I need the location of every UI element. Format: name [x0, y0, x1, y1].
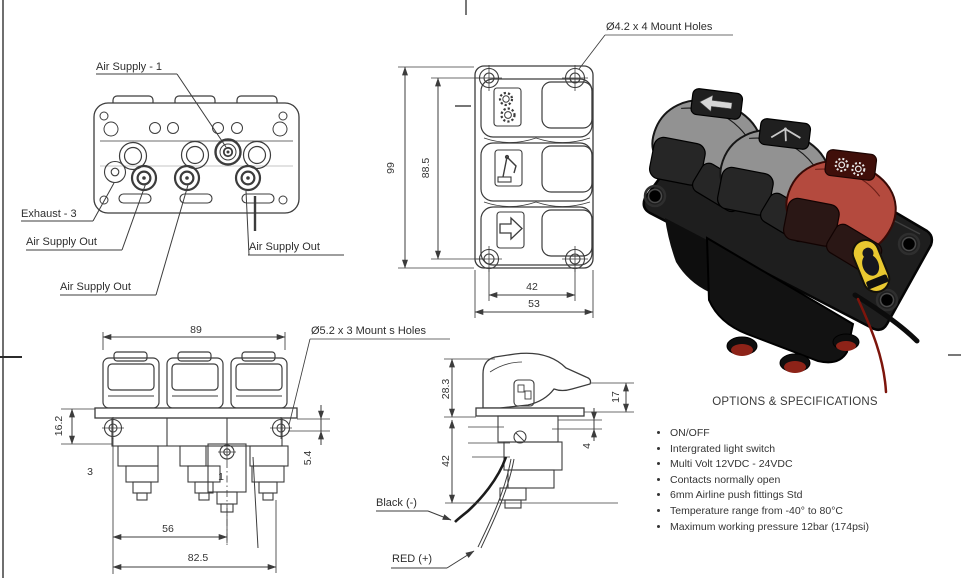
render-3d: [642, 88, 934, 394]
dim-89: 89: [190, 324, 202, 336]
dim-88-5: 88.5: [420, 157, 432, 179]
brand-badge: [851, 239, 891, 293]
dim-82-5: 82.5: [187, 552, 209, 564]
exhaust-port: [103, 160, 127, 184]
mount-holes-note: Ø5.2 x 3 Mount s Holes: [311, 325, 426, 337]
pto-gears-icon: [834, 157, 866, 176]
mount-holes-note: Ø4.2 x 4 Mount Holes: [606, 21, 713, 33]
specs-title: OPTIONS & SPECIFICATIONS: [712, 396, 878, 408]
port-number-3: 3: [87, 466, 93, 478]
spec-item: 6mm Airline push fittings Std: [670, 488, 948, 504]
front-view-drawing: [398, 34, 733, 318]
air-supply-out-label: Air Supply Out: [26, 236, 97, 248]
side-view-drawing: [376, 352, 634, 569]
dim-99: 99: [385, 162, 397, 174]
spec-item: Temperature range from -40° to 80°C: [670, 504, 948, 520]
spec-item: ON/OFF: [670, 426, 948, 442]
black-wire: [454, 456, 508, 523]
back-view-drawing: [21, 73, 344, 296]
air-supply-out-label: Air Supply Out: [249, 241, 320, 253]
red-power-wire: [856, 297, 888, 394]
dim-56: 56: [162, 523, 174, 535]
air-supply-port: [214, 138, 242, 166]
arrow-left-icon: [699, 95, 733, 112]
dim-28-3: 28.3: [440, 378, 452, 400]
black-pigtail-wire: [852, 292, 920, 344]
dim-16-2: 16.2: [53, 415, 65, 437]
plate-mount-holes: [643, 184, 921, 312]
crane-icon: [497, 154, 517, 183]
air-supply-out-label: Air Supply Out: [60, 281, 131, 293]
spec-item: Intergrated light switch: [670, 442, 948, 458]
crane-icon: [770, 127, 801, 142]
port-number-1: 1: [218, 471, 224, 483]
mount-screws: [102, 417, 292, 461]
spec-item: Maximum working pressure 12bar (174psi): [670, 520, 948, 536]
dim-53: 53: [528, 298, 540, 310]
dim-4: 4: [581, 443, 593, 449]
dim-17: 17: [610, 391, 622, 403]
options-specifications: OPTIONS & SPECIFICATIONS ON/OFF Intergra…: [648, 392, 948, 535]
dim-42-side: 42: [440, 455, 452, 467]
air-supply-1-label: Air Supply - 1: [96, 61, 163, 73]
spec-item: Multi Volt 12VDC - 24VDC: [670, 457, 948, 473]
exhaust-3-label: Exhaust - 3: [21, 208, 77, 220]
mount-holes: [476, 65, 588, 272]
arrow-right-icon: [499, 216, 523, 241]
red-wire-label: RED (+): [392, 553, 433, 565]
dim-42: 42: [526, 281, 538, 293]
specs-list: ON/OFF Intergrated light switch Multi Vo…: [648, 426, 948, 535]
dim-5-4: 5.4: [302, 450, 314, 466]
air-fittings: [726, 333, 860, 373]
elevation-view-drawing: [61, 332, 450, 574]
black-wire-label: Black (-): [376, 497, 417, 509]
spec-item: Contacts normally open: [670, 473, 948, 489]
pto-gears-icon: [498, 91, 516, 123]
valve-cluster: [705, 236, 855, 364]
